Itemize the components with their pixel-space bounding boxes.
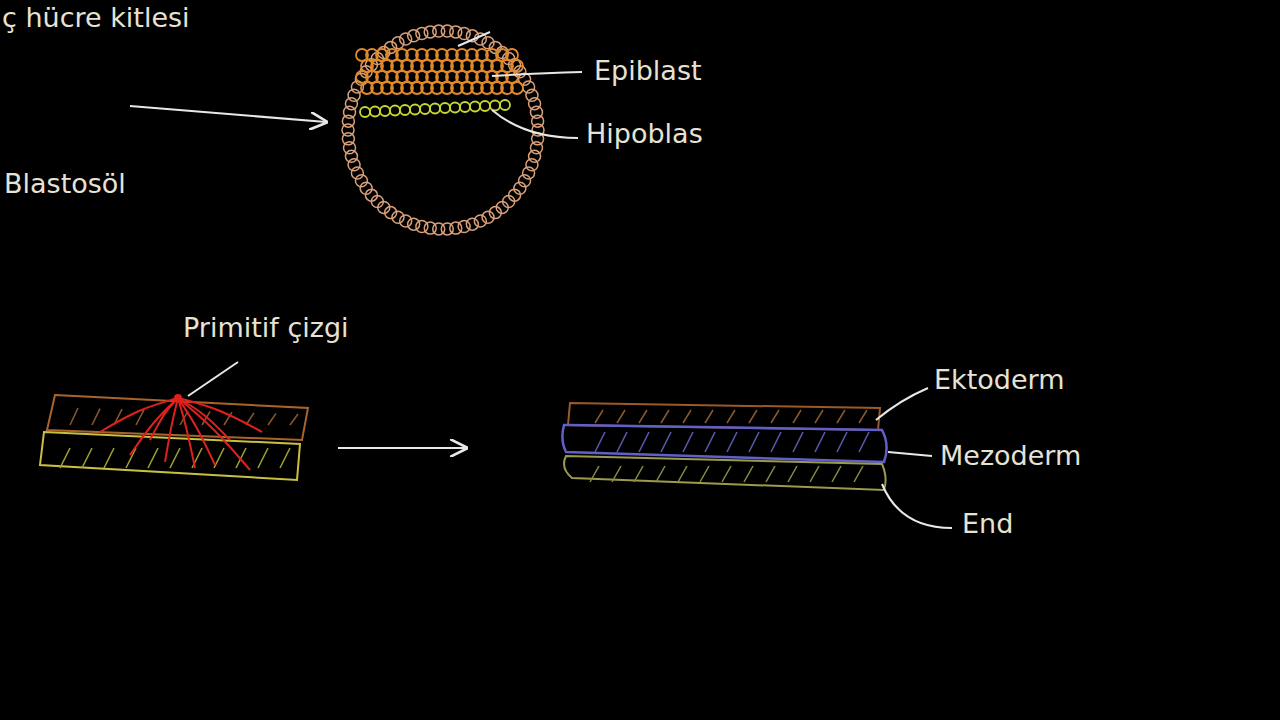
- arrow: [338, 447, 466, 449]
- leader-line: [876, 388, 928, 420]
- primitive-streak: [100, 394, 262, 470]
- label: Hipoblas: [586, 118, 703, 149]
- leader-line: [882, 484, 952, 528]
- trilaminar-disc: [562, 403, 886, 490]
- arrow: [130, 106, 326, 122]
- label: Blastosöl: [4, 168, 126, 199]
- label: ç hücre kitlesi: [2, 2, 190, 33]
- bilaminar-disc: [40, 395, 308, 480]
- label-holder: End: [962, 508, 1013, 540]
- label-holder: Epiblast: [594, 55, 702, 87]
- leader-line: [492, 72, 582, 76]
- leader-line: [458, 32, 490, 46]
- leader-line: [492, 110, 578, 138]
- label-holder: ç hücre kitlesi: [2, 2, 190, 34]
- leader-line: [888, 452, 932, 456]
- leader-line: [188, 362, 238, 396]
- label-holder: Blastosöl: [4, 168, 126, 200]
- label: Ektoderm: [934, 364, 1064, 395]
- label: Epiblast: [594, 55, 702, 86]
- label: End: [962, 508, 1013, 539]
- label-holder: Ektoderm: [934, 364, 1064, 396]
- blastocyst: [342, 25, 544, 235]
- label-holder: Hipoblas: [586, 118, 703, 150]
- label: Primitif çizgi: [183, 312, 349, 343]
- label: Mezoderm: [940, 440, 1081, 471]
- label-holder: Mezoderm: [940, 440, 1081, 472]
- label-holder: Primitif çizgi: [183, 312, 349, 344]
